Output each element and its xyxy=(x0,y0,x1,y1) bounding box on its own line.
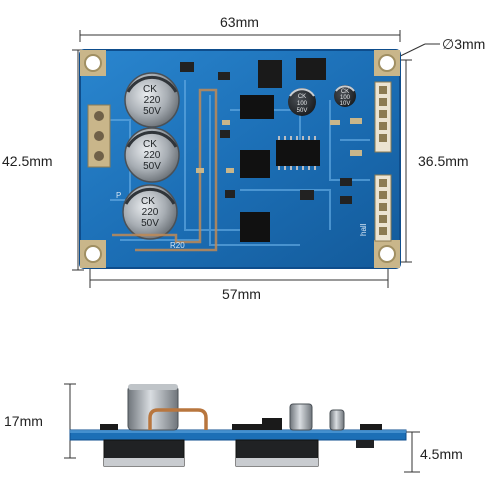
small-cap-1-brand: CK xyxy=(298,94,306,100)
small-cap-2-value: 100 xyxy=(340,95,351,101)
pcb-side-view xyxy=(69,384,407,467)
small-cap-2-brand: CK xyxy=(341,89,349,95)
capacitor-1 xyxy=(124,72,180,128)
capacitor-labels: CK 220 50V CK 220 50V CK 220 50V xyxy=(141,84,161,229)
small-cap-1-voltage: 50V xyxy=(297,108,308,114)
silkscreen-hall: hall xyxy=(359,223,368,236)
dim-left-height-label: 42.5mm xyxy=(2,153,53,169)
dim-top-width-label: 63mm xyxy=(220,14,259,30)
header-pins-hall xyxy=(374,174,392,242)
ic-chips xyxy=(180,58,352,242)
copper-jumper-wire xyxy=(112,88,218,252)
silkscreen-r20: R20 xyxy=(170,241,185,250)
silkscreen-p: P xyxy=(116,191,121,200)
pcb-top-view xyxy=(79,49,401,269)
mounting-holes xyxy=(80,50,400,268)
ic-pins xyxy=(278,136,316,170)
cap-1-brand: CK xyxy=(143,84,157,95)
small-cap-2-voltage: 10V xyxy=(340,101,351,107)
small-capacitor-2 xyxy=(334,85,356,107)
dim-right-height-label: 36.5mm xyxy=(418,153,469,169)
dim-thickness-label: 4.5mm xyxy=(420,446,463,462)
dimension-side-thickness xyxy=(404,431,420,473)
dim-bottom-width-label: 57mm xyxy=(222,286,261,302)
dim-hole-diameter-label: ∅3mm xyxy=(442,36,486,52)
small-cap-1-value: 100 xyxy=(297,101,308,107)
dimension-side-height xyxy=(64,383,76,459)
cap-1-value: 220 xyxy=(144,95,161,106)
capacitor-3 xyxy=(122,184,178,240)
dim-side-height-label: 17mm xyxy=(4,413,43,429)
dimension-right-height xyxy=(400,59,412,263)
silkscreen-labels: R20 P hall xyxy=(116,191,368,250)
cap-2-value: 220 xyxy=(144,150,161,161)
cap-3-brand: CK xyxy=(141,196,155,207)
capacitor-2 xyxy=(124,127,180,183)
header-pins-top xyxy=(374,81,392,153)
cap-2-brand: CK xyxy=(143,139,157,150)
small-capacitor-1 xyxy=(288,88,316,116)
cap-1-voltage: 50V xyxy=(143,106,161,117)
dimension-top-width xyxy=(79,30,401,42)
cap-2-voltage: 50V xyxy=(143,161,161,172)
cap-3-voltage: 50V xyxy=(141,218,159,229)
small-capacitor-labels: CK 100 50V CK 100 10V xyxy=(297,89,351,114)
smd-pads xyxy=(196,118,362,173)
pcb-traces xyxy=(110,80,370,246)
motor-terminal-pads xyxy=(87,104,111,168)
cap-3-value: 220 xyxy=(142,207,159,218)
